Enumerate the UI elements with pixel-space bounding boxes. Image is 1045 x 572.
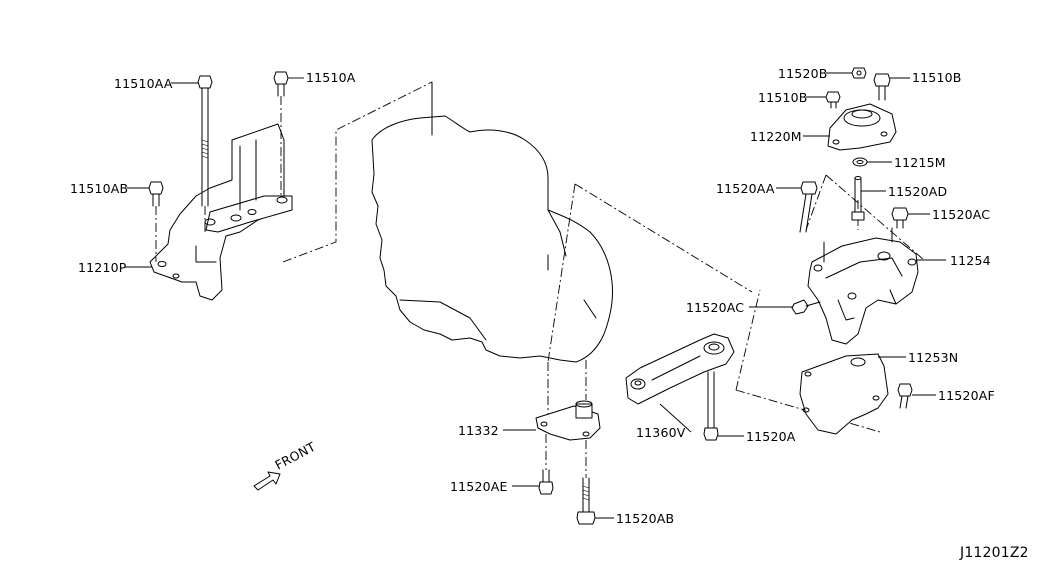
bolt-11520AF	[897, 383, 913, 409]
bolt-11510B-left	[825, 91, 841, 109]
label-11510AB: 11510AB	[70, 181, 128, 196]
label-11215M: 11215M	[894, 155, 946, 170]
bolt-11510A	[273, 71, 289, 196]
label-11510AA: 11510AA	[114, 76, 173, 91]
label-11520AD: 11520AD	[888, 184, 947, 199]
label-11360V: 11360V	[636, 425, 686, 440]
bolt-11520AC-right	[891, 207, 909, 229]
nut-11520B	[851, 67, 867, 79]
bolt-11520AE	[538, 434, 554, 495]
torque-rod-11360V	[625, 333, 735, 405]
bolt-11510B-right	[873, 73, 891, 101]
bolt-11520AB	[576, 440, 596, 525]
dashed-guide-lines	[282, 81, 925, 433]
label-11520AE: 11520AE	[450, 479, 508, 494]
bracket-11253N	[799, 353, 889, 435]
left-engine-mount-bracket	[149, 123, 293, 301]
label-11210P: 11210P	[78, 260, 127, 275]
washer-11215M	[852, 157, 868, 167]
label-11253N: 11253N	[908, 350, 958, 365]
bolt-11510AA	[197, 75, 213, 232]
part-labels: 11510AA 11510A 11510AB 11210P 11520B 115…	[70, 66, 995, 526]
label-11520AF: 11520AF	[938, 388, 995, 403]
bolt-11520AA	[799, 181, 818, 233]
bracket-11332	[535, 400, 601, 441]
label-11520AC-right: 11520AC	[932, 207, 990, 222]
front-label: FRONT	[272, 439, 318, 473]
bracket-11254	[807, 227, 919, 345]
bolt-11520AC-left	[791, 299, 821, 315]
leader-lines	[125, 72, 946, 519]
diagram-id: J11201Z2	[959, 545, 1029, 561]
label-11520AC-left: 11520AC	[686, 300, 744, 315]
front-direction-arrow-icon	[253, 471, 281, 491]
label-11520AB: 11520AB	[616, 511, 674, 526]
bolt-11510AB	[148, 181, 164, 262]
label-11510A: 11510A	[306, 70, 356, 85]
label-11254: 11254	[950, 253, 991, 268]
label-11510B-left: 11510B	[758, 90, 808, 105]
label-11520AA: 11520AA	[716, 181, 775, 196]
label-11510B-right: 11510B	[912, 70, 962, 85]
label-11520B: 11520B	[778, 66, 828, 81]
engine-block	[371, 81, 613, 363]
label-11220M: 11220M	[750, 129, 802, 144]
stud-11520AD	[851, 176, 865, 221]
label-11520A: 11520A	[746, 429, 796, 444]
upper-mount-11220M	[827, 103, 897, 151]
bolt-11520A	[703, 371, 719, 441]
label-11332: 11332	[458, 423, 499, 438]
